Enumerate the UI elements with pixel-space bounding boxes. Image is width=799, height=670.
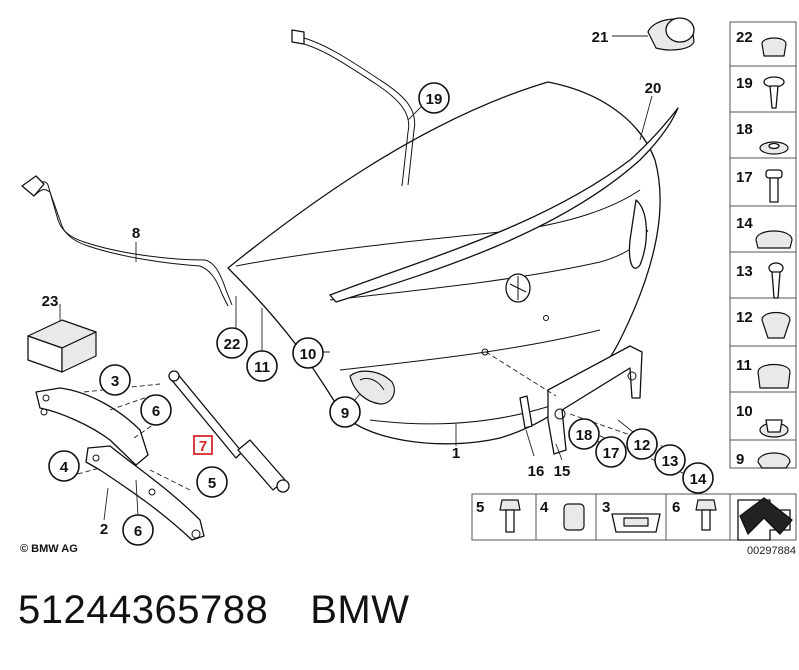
callout-5: 5 <box>208 475 216 492</box>
callout-22: 22 <box>224 336 241 353</box>
callout-1: 1 <box>452 445 460 462</box>
callout-2: 2 <box>100 521 108 538</box>
callout-6-lower: 6 <box>134 523 142 540</box>
striker-pin <box>519 395 533 429</box>
bowden-cable-8 <box>21 175 233 307</box>
bottom-legend <box>471 493 797 541</box>
highlighted-part-marker <box>193 435 213 455</box>
foam-block <box>27 319 97 373</box>
callout-9: 9 <box>341 405 349 422</box>
callout-13: 13 <box>662 453 679 470</box>
legend-bottom-6: 6 <box>672 499 680 516</box>
callout-17: 17 <box>603 445 620 462</box>
callout-6-upper: 6 <box>152 403 160 420</box>
legend-22: 22 <box>736 29 753 46</box>
callout-10: 10 <box>300 346 317 363</box>
callout-20: 20 <box>645 80 662 97</box>
callout-labels: 19 22 11 10 9 18 17 12 13 14 3 6 4 5 6 7… <box>42 29 707 540</box>
lock-bracket <box>547 345 643 455</box>
legend-bottom-3: 3 <box>602 499 610 516</box>
gas-strut <box>168 370 290 493</box>
legend-18: 18 <box>736 121 753 138</box>
callout-3: 3 <box>111 373 119 390</box>
callout-18: 18 <box>576 427 593 444</box>
legend-12: 12 <box>736 309 753 326</box>
bowden-cable-19 <box>291 29 416 187</box>
callout-circles <box>48 82 714 546</box>
callout-7: 7 <box>199 438 207 455</box>
caption: 51244365788 BMW <box>18 588 409 633</box>
callout-21: 21 <box>592 29 609 46</box>
callout-8: 8 <box>132 225 140 242</box>
legend-17: 17 <box>736 169 753 186</box>
callout-23: 23 <box>42 293 59 310</box>
callout-15: 15 <box>554 463 571 480</box>
legend-bottom-5: 5 <box>476 499 484 516</box>
callout-12: 12 <box>634 437 651 454</box>
diagram-reference-number: 00297884 <box>747 545 796 557</box>
parts-diagram: 19 22 11 10 9 18 17 12 13 14 3 6 4 5 6 7… <box>20 17 797 557</box>
copyright-notice: © BMW AG <box>20 543 78 555</box>
legend-10: 10 <box>736 403 753 420</box>
legend-bottom-4: 4 <box>540 499 549 516</box>
hinge-assembly <box>35 387 205 541</box>
trunk-lid <box>227 81 679 445</box>
legend-13: 13 <box>736 263 753 280</box>
callout-19: 19 <box>426 91 443 108</box>
legend-19: 19 <box>736 75 753 92</box>
callout-14: 14 <box>690 471 707 488</box>
callout-4: 4 <box>60 459 69 476</box>
rubber-seal <box>647 17 695 51</box>
legend-9: 9 <box>736 451 744 468</box>
legend-14: 14 <box>736 215 753 232</box>
brand-name: BMW <box>310 588 410 632</box>
right-legend <box>729 21 797 469</box>
part-number: 51244365788 <box>18 588 269 632</box>
callout-11: 11 <box>254 359 270 376</box>
legend-11: 11 <box>736 357 752 374</box>
legend-labels: 22 19 18 17 14 13 12 11 10 9 5 4 3 6 <box>476 29 753 516</box>
callout-16: 16 <box>528 463 545 480</box>
